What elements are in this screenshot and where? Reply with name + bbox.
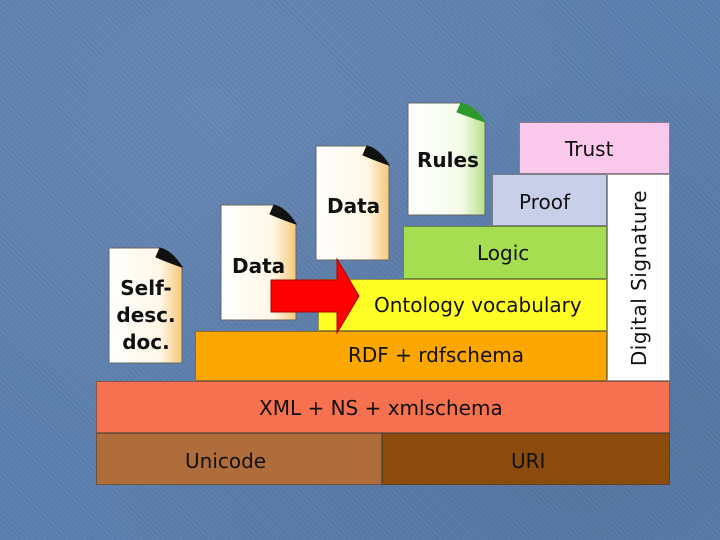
page-fold-icon: [407, 102, 487, 216]
self-desc-line-1: Self-: [120, 276, 172, 300]
proof-label: Proof: [519, 190, 571, 214]
page-fold-icon: [108, 247, 184, 364]
rules-label: Rules: [417, 148, 479, 172]
unicode-label: Unicode: [185, 449, 267, 473]
trust-layer: Trust: [519, 122, 670, 174]
digital-signature-label: Digital Signature: [627, 189, 651, 367]
self-desc-line-2: desc.: [116, 303, 176, 327]
ontology-label: Ontology vocabulary: [374, 293, 582, 317]
logic-layer: Logic: [403, 226, 607, 279]
rdf-label: RDF + rdfschema: [348, 343, 525, 367]
self-desc-line-3: doc.: [122, 330, 170, 354]
rules-doc: Rules: [407, 102, 487, 216]
data-upper-label: Data: [327, 194, 381, 218]
xml-label: XML + NS + xmlschema: [259, 396, 503, 420]
data-doc-upper: Data: [315, 145, 391, 261]
right-arrow-icon: [270, 258, 360, 334]
self-desc-doc: Self- desc. doc.: [108, 247, 184, 364]
uri-label: URI: [511, 449, 546, 473]
logic-label: Logic: [477, 241, 530, 265]
uri-layer: URI: [382, 433, 670, 485]
trust-label: Trust: [565, 137, 614, 161]
page-fold-icon: [315, 145, 391, 261]
proof-layer: Proof: [492, 174, 607, 226]
unicode-layer: Unicode: [96, 433, 382, 485]
ontology-vocabulary-layer: Ontology vocabulary: [318, 279, 607, 331]
rdf-rdfschema-layer: RDF + rdfschema: [195, 331, 607, 381]
digital-signature-layer: Digital Signature: [607, 174, 670, 381]
data-lower-label: Data: [232, 254, 286, 278]
xml-ns-xmlschema-layer: XML + NS + xmlschema: [96, 381, 670, 433]
